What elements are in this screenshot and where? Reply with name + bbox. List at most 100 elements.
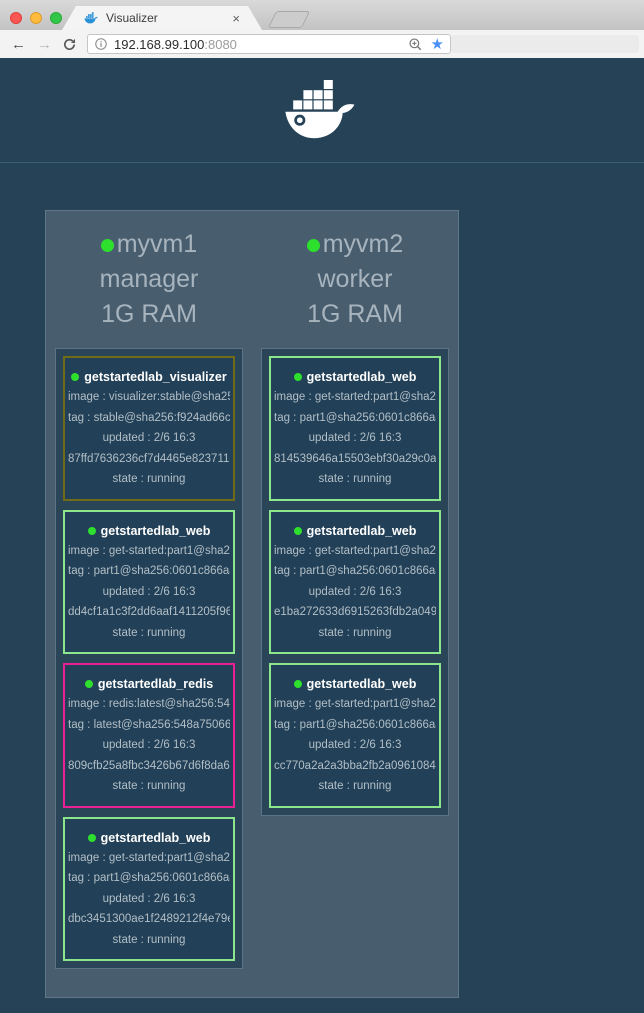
page-info-button[interactable] [94, 37, 108, 51]
container-id: 809cfb25a8fbc3426b67d6f8da69336 [68, 759, 230, 772]
container-id: dd4cf1a1c3f2dd6aaf1411205f96b03 [68, 606, 230, 618]
container-state: state : running [112, 473, 186, 485]
container-id: cc770a2a2a3bba2fb2a0961084f595 [274, 759, 436, 772]
container-image: image : get-started:part1@sha256:0 [68, 851, 230, 864]
container-updated: updated : 2/6 16:3 [308, 739, 402, 751]
container-state: state : running [112, 780, 186, 792]
forward-button: → [37, 35, 52, 53]
zoom-page-button[interactable] [408, 37, 423, 52]
container-title: getstartedlab_web [68, 521, 230, 541]
container-name: getstartedlab_redis [97, 677, 214, 691]
container-name: getstartedlab_web [306, 370, 417, 384]
container-tag: tag : part1@sha256:0601c866aab2a [274, 718, 436, 731]
toolbar-empty-space [451, 35, 639, 53]
container-state: state : running [112, 933, 186, 946]
container-id: 814539646a15503ebf30a29c0a35b8 [274, 452, 436, 465]
node-myvm2: myvm2 worker 1G RAM getstartedlab_web im… [252, 211, 458, 825]
container-image: image : visualizer:stable@sha256:f92 [68, 391, 230, 403]
container-updated: updated : 2/6 16:3 [102, 892, 196, 905]
node-role: worker [317, 265, 393, 293]
container-updated: updated : 2/6 16:3 [102, 432, 196, 444]
back-button[interactable]: ← [11, 35, 26, 53]
node-ram: 1G RAM [101, 300, 197, 328]
window-controls [10, 12, 62, 24]
container-id: dbc3451300ae1f2489212f4e79e622 [68, 913, 230, 925]
node-tasks-container: getstartedlab_web image : get-started:pa… [261, 348, 449, 816]
status-dot-icon [87, 833, 96, 842]
bookmark-star-icon[interactable]: ★ [430, 35, 444, 53]
new-tab-button[interactable] [267, 11, 311, 28]
node-title: myvm1 manager 1G RAM [46, 227, 252, 332]
container-title: getstartedlab_visualizer [68, 367, 230, 387]
container-name: getstartedlab_web [100, 830, 211, 845]
url-text[interactable]: 192.168.99.100:8080 [114, 37, 408, 52]
docker-whale-logo-icon [285, 80, 355, 139]
node-tasks-container: getstartedlab_visualizer image : visuali… [55, 348, 243, 969]
container-tag: tag : part1@sha256:0601c866aab2a [274, 411, 436, 424]
container-name: getstartedlab_web [100, 523, 211, 538]
container-title: getstartedlab_redis [68, 674, 230, 694]
status-dot-icon [293, 526, 302, 535]
status-dot-icon [87, 526, 96, 535]
node-name: myvm1 [116, 230, 198, 258]
container-image: image : get-started:part1@sha256:0 [274, 698, 436, 710]
container-updated: updated : 2/6 16:3 [102, 585, 196, 598]
container-state: state : running [318, 473, 392, 485]
browser-address-bar: ← → 192.168.99.100:8080 ★ [0, 30, 644, 58]
container-updated: updated : 2/6 16:3 [308, 585, 402, 598]
container-card: getstartedlab_web image : get-started:pa… [269, 509, 441, 654]
minimize-window-button[interactable] [30, 12, 42, 24]
url-omnibox[interactable]: 192.168.99.100:8080 ★ [87, 34, 451, 54]
container-updated: updated : 2/6 16:3 [308, 432, 402, 444]
container-card: getstartedlab_web image : get-started:pa… [269, 356, 441, 501]
container-image: image : redis:latest@sha256:548a75 [68, 698, 230, 710]
node-myvm1: myvm1 manager 1G RAM getstartedlab_visua… [46, 211, 252, 978]
status-dot-icon [84, 680, 93, 688]
container-image: image : get-started:part1@sha256:0 [274, 391, 436, 403]
browser-tab[interactable]: Visualizer × [62, 6, 262, 30]
container-title: getstartedlab_web [274, 674, 436, 694]
reload-icon [64, 38, 76, 50]
node-role: manager [99, 265, 199, 293]
close-window-button[interactable] [10, 12, 22, 24]
node-ram: 1G RAM [307, 300, 403, 328]
container-tag: tag : part1@sha256:0601c866aab2a [68, 872, 230, 884]
container-name: getstartedlab_web [306, 523, 417, 538]
status-dot-icon [293, 373, 302, 381]
container-updated: updated : 2/6 16:3 [102, 739, 196, 751]
container-tag: tag : stable@sha256:f924ad66c8e94b [68, 411, 230, 424]
url-port: :8080 [204, 36, 237, 52]
maximize-window-button[interactable] [50, 12, 62, 24]
container-tag: tag : part1@sha256:0601c866aab2a [68, 565, 230, 577]
status-dot-icon [293, 680, 302, 688]
node-name: myvm2 [322, 230, 404, 258]
container-card: getstartedlab_web image : get-started:pa… [269, 663, 441, 808]
reload-button[interactable] [62, 37, 77, 52]
container-state: state : running [318, 626, 392, 639]
node-title: myvm2 worker 1G RAM [252, 227, 458, 332]
container-tag: tag : latest@sha256:548a75066f3f28 [68, 718, 230, 731]
docker-whale-favicon-icon [84, 12, 99, 24]
container-card: getstartedlab_visualizer image : visuali… [63, 356, 235, 501]
magnifier-plus-icon [409, 37, 421, 50]
container-card: getstartedlab_web image : get-started:pa… [63, 816, 235, 961]
container-tag: tag : part1@sha256:0601c866aab2a [274, 565, 436, 577]
tab-title: Visualizer [106, 11, 158, 25]
status-dot-icon [306, 239, 320, 252]
container-title: getstartedlab_web [274, 521, 436, 541]
container-id: e1ba272633d6915263fdb2a04934b7 [274, 606, 436, 618]
container-image: image : get-started:part1@sha256:0 [274, 544, 436, 557]
info-icon [95, 38, 107, 50]
container-id: 87ffd7636236cf7d4465e823711c692 [68, 452, 230, 465]
tab-close-icon[interactable]: × [232, 10, 240, 26]
browser-tab-bar: Visualizer × [0, 0, 644, 30]
container-name: getstartedlab_web [306, 677, 417, 691]
container-card: getstartedlab_redis image : redis:latest… [63, 663, 235, 808]
status-dot-icon [100, 239, 114, 252]
container-title: getstartedlab_web [274, 367, 436, 387]
container-state: state : running [112, 626, 186, 639]
swarm-panel: myvm1 manager 1G RAM getstartedlab_visua… [45, 210, 459, 998]
container-image: image : get-started:part1@sha256:0 [68, 544, 230, 557]
app-header [0, 58, 644, 163]
container-name: getstartedlab_visualizer [84, 370, 227, 384]
